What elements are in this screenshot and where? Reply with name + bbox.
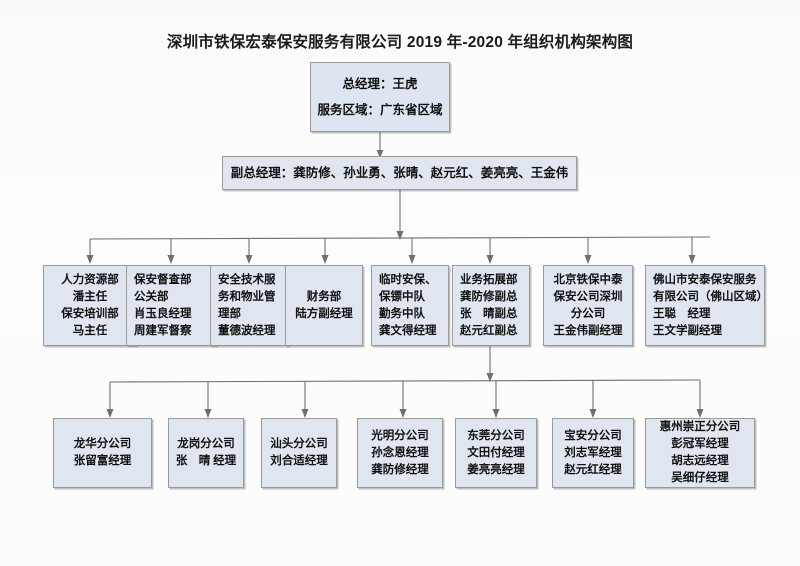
- node-line: 姜亮亮经理: [467, 463, 525, 476]
- node-line: 赵元红副总: [460, 324, 518, 337]
- node-line: 保安培训部: [61, 307, 119, 320]
- node-line: 陆方副经理: [295, 307, 353, 320]
- node-line: 胡志远经理: [671, 455, 729, 467]
- page-title: 深圳市铁保宏泰保安服务有限公司 2019 年-2020 年组织机构架构图: [166, 34, 634, 51]
- node-line: 周建军督察: [134, 324, 192, 337]
- node-longhua-branch[interactable]: 龙华分公司 张留富经理: [53, 418, 152, 488]
- node-line: 肖玉良经理: [134, 307, 192, 320]
- node-line: 理部: [218, 307, 241, 320]
- node-line: 汕头分公司: [270, 438, 328, 450]
- node-line: 惠州崇正分公司: [659, 421, 741, 433]
- node-line: 王文学副经理: [653, 324, 722, 337]
- node-line: 王金伟副经理: [553, 324, 623, 337]
- node-line: 分公司: [570, 307, 606, 320]
- node-line: 龙华分公司: [73, 438, 132, 450]
- node-line: 宝安分公司: [564, 429, 622, 442]
- node-general-manager[interactable]: 总经理：王虎 服务区域：广东省区域: [310, 62, 450, 132]
- node-business-development-dept[interactable]: 业务拓展部 龚防修副总 张 晴副总 赵元红副总: [452, 265, 530, 346]
- node-line: 龚防修副总: [460, 290, 518, 303]
- node-longgang-branch[interactable]: 龙岗分公司 张 晴 经理: [168, 418, 244, 488]
- node-line: 服务区域：广东省区域: [317, 103, 443, 117]
- node-line: 张留富经理: [73, 455, 132, 467]
- node-temp-security-bodyguard-dept[interactable]: 临时安保、 保镖中队 勤务中队 龚文得经理: [371, 265, 449, 346]
- node-line: 吴细仔经理: [671, 472, 729, 484]
- node-line: 临时安保、: [379, 273, 437, 286]
- node-line: 财务部: [306, 290, 342, 303]
- node-line: 保镖中队: [379, 290, 425, 303]
- node-line: 刘志军经理: [564, 446, 622, 459]
- node-line: 张 晴副总: [460, 307, 518, 320]
- node-line: 龙岗分公司: [177, 438, 235, 450]
- node-line: 潘主任: [72, 290, 108, 303]
- node-line: 勤务中队: [379, 307, 425, 320]
- node-line: 保安公司深圳: [553, 290, 623, 303]
- node-safety-tech-property-dept[interactable]: 安全技术服 务和物业管 理部 董德波经理: [210, 265, 289, 346]
- node-foshan-antai-security-company[interactable]: 佛山市安泰保安服务 有限公司（佛山区域） 王聪 经理 王文学副经理: [645, 265, 768, 346]
- node-beijing-tiebao-zhongtai-shenzhen-branch[interactable]: 北京铁保中泰 保安公司深圳 分公司 王金伟副经理: [543, 265, 633, 346]
- node-line: 龚防修经理: [371, 463, 429, 476]
- node-line: 王聪 经理: [653, 307, 711, 320]
- node-line: 安全技术服: [218, 273, 276, 286]
- node-hr-training-dept[interactable]: 人力资源部 潘主任 保安培训部 马主任: [43, 265, 137, 346]
- node-baoan-branch[interactable]: 宝安分公司 刘志军经理 赵元红经理: [552, 418, 634, 488]
- node-line: 东莞分公司: [467, 429, 525, 442]
- node-line: 有限公司（佛山区域）: [653, 290, 768, 303]
- node-line: 副总经理：龚防修、孙业勇、张晴、赵元红、姜亮亮、王金伟: [230, 166, 569, 180]
- node-line: 龚文得经理: [379, 324, 437, 337]
- node-line: 董德波经理: [218, 324, 276, 337]
- node-line: 刘合适经理: [270, 455, 328, 467]
- node-line: 北京铁保中泰: [553, 273, 623, 286]
- node-line: 保安督查部: [134, 273, 192, 286]
- node-line: 彭冠军经理: [671, 438, 729, 450]
- node-shantou-branch[interactable]: 汕头分公司 刘合适经理: [261, 418, 337, 488]
- node-deputy-general-managers[interactable]: 副总经理：龚防修、孙业勇、张晴、赵元红、姜亮亮、王金伟: [222, 156, 577, 190]
- node-line: 马主任: [72, 324, 108, 337]
- node-line: 赵元红经理: [564, 463, 622, 476]
- node-line: 佛山市安泰保安服务: [653, 273, 757, 286]
- node-dongguan-branch[interactable]: 东莞分公司 文田付经理 姜亮亮经理: [455, 418, 537, 488]
- node-guangming-branch[interactable]: 光明分公司 孙念恩经理 龚防修经理: [357, 418, 443, 488]
- node-security-inspection-pr-dept[interactable]: 保安督查部 公关部 肖玉良经理 周建军督察: [126, 265, 217, 346]
- node-line: 光明分公司: [371, 429, 429, 442]
- node-huizhou-chongzheng-branch[interactable]: 惠州崇正分公司 彭冠军经理 胡志远经理 吴细仔经理: [645, 418, 755, 488]
- node-line: 文田付经理: [467, 446, 525, 459]
- node-line: 孙念恩经理: [371, 446, 429, 459]
- node-line: 业务拓展部: [460, 273, 518, 286]
- node-line: 总经理：王虎: [342, 77, 418, 91]
- node-finance-dept[interactable]: 财务部 陆方副经理: [285, 265, 363, 346]
- node-line: 公关部: [134, 290, 169, 303]
- node-line: 务和物业管: [218, 290, 276, 303]
- node-line: 人力资源部: [61, 273, 119, 286]
- node-line: 张 晴 经理: [175, 455, 237, 467]
